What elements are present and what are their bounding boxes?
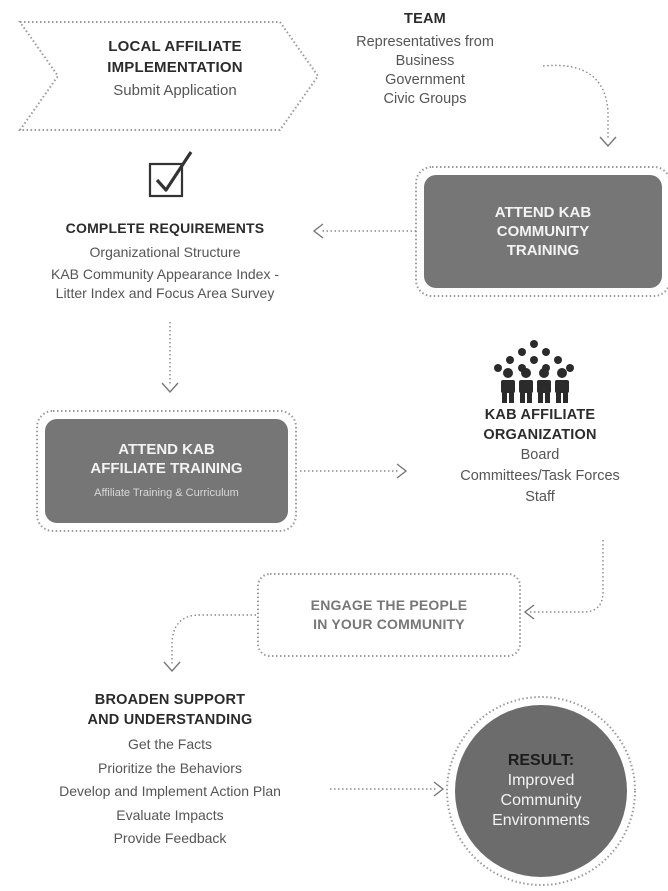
affiliate-training-title: ATTEND KAB AFFILIATE TRAINING — [90, 440, 243, 477]
complete-requirements-block: COMPLETE REQUIREMENTS Organizational Str… — [5, 219, 325, 306]
connector-engage-to-broaden — [171, 614, 256, 664]
affiliate-org-line: Board — [520, 447, 560, 463]
local-affiliate-step: LOCAL AFFILIATE IMPLEMENTATION Submit Ap… — [85, 36, 265, 101]
affiliate-org-line: Committees/Task Forces — [460, 468, 620, 484]
connector-team-to-training — [542, 64, 609, 140]
connector-org-to-engage — [530, 540, 604, 613]
team-line: Representatives from — [356, 34, 494, 50]
result-circle: RESULT: Improved Community Environments — [455, 705, 627, 877]
affiliate-training-box: ATTEND KAB AFFILIATE TRAINING Affiliate … — [45, 419, 288, 523]
affiliate-training-subtitle: Affiliate Training & Curriculum — [94, 486, 239, 499]
community-training-title: ATTEND KAB COMMUNITY TRAINING — [494, 204, 592, 259]
requirement-line: Organizational Structure — [89, 244, 241, 260]
team-title: TEAM — [404, 11, 446, 27]
broaden-block: BROADEN SUPPORT AND UNDERSTANDING Get th… — [10, 690, 330, 851]
team-line: Government — [385, 72, 465, 88]
broaden-line: Evaluate Impacts — [116, 806, 224, 823]
local-affiliate-subtitle: Submit Application — [113, 82, 237, 99]
broaden-line: Prioritize the Behaviors — [98, 759, 242, 776]
local-affiliate-chevron — [18, 21, 320, 131]
team-block: TEAM Representatives from Business Gover… — [330, 10, 520, 109]
result-label: RESULT: — [507, 752, 575, 769]
affiliate-org-title: KAB AFFILIATE ORGANIZATION — [483, 407, 597, 443]
result-line: Community — [500, 792, 582, 809]
engage-outline — [257, 573, 521, 657]
broaden-line: Provide Feedback — [113, 830, 227, 846]
result-line: Improved — [507, 772, 575, 789]
affiliate-org-block: KAB AFFILIATE ORGANIZATION Board Committ… — [430, 405, 650, 508]
complete-requirements-title: COMPLETE REQUIREMENTS — [65, 220, 265, 236]
result-outline — [446, 696, 636, 886]
requirement-line: KAB Community Appearance Index - Litter … — [50, 266, 279, 301]
broaden-line: Develop and Implement Action Plan — [59, 783, 281, 799]
broaden-line: Get the Facts — [127, 736, 213, 752]
checkbox-icon — [148, 151, 193, 198]
engage-box: ENGAGE THE PEOPLE IN YOUR COMMUNITY — [258, 574, 520, 656]
affiliate-org-line: Staff — [525, 489, 555, 505]
team-line: Civic Groups — [383, 91, 467, 107]
engage-title: ENGAGE THE PEOPLE IN YOUR COMMUNITY — [310, 597, 468, 632]
local-affiliate-title: LOCAL AFFILIATE IMPLEMENTATION — [107, 38, 243, 76]
result-line: Environments — [492, 812, 590, 829]
team-line: Business — [395, 53, 455, 69]
broaden-title: BROADEN SUPPORT AND UNDERSTANDING — [87, 692, 253, 728]
affiliate-training-outline — [36, 410, 297, 532]
community-training-box: ATTEND KAB COMMUNITY TRAINING — [424, 175, 662, 288]
people-group-icon — [494, 340, 574, 403]
